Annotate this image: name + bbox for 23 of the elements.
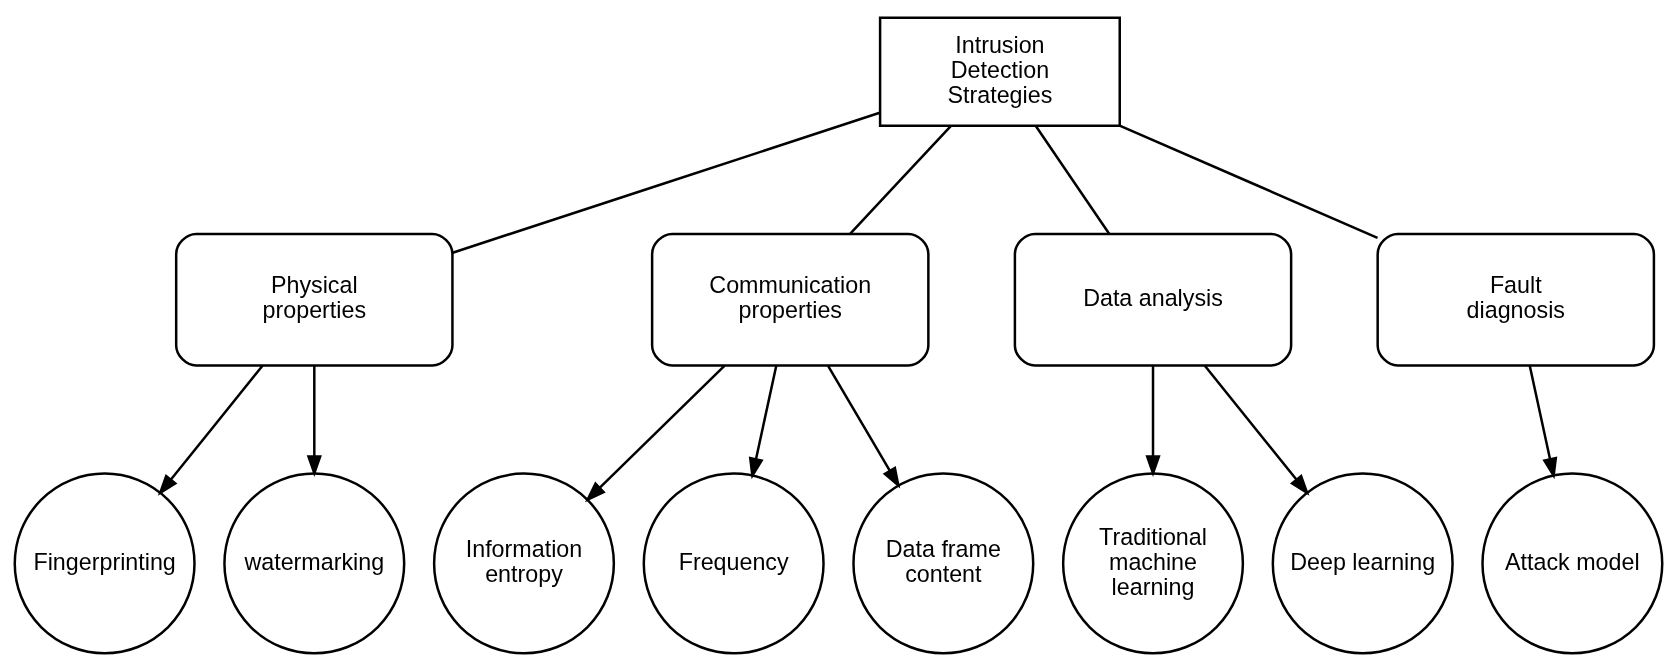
arrow — [1145, 365, 1161, 477]
arrow — [1528, 365, 1558, 480]
connector — [452, 111, 881, 254]
connector — [849, 125, 952, 235]
arrow — [584, 364, 726, 503]
connector — [1119, 124, 1378, 239]
node-box: Physical properties — [174, 232, 454, 367]
arrow — [157, 365, 264, 496]
node-box: Intrusion Detection Strategies — [878, 16, 1121, 128]
node-circle: Data frame content — [852, 472, 1035, 655]
arrow — [748, 365, 778, 480]
arrow — [1203, 365, 1310, 496]
arrow — [827, 365, 901, 489]
connector — [1034, 125, 1111, 235]
node-circle: Traditional machine learning — [1061, 472, 1245, 655]
node-box: Communication properties — [650, 232, 930, 367]
node-circle: Frequency — [642, 472, 825, 655]
node-circle: watermarking — [223, 472, 406, 655]
arrow — [306, 365, 322, 477]
node-box: Fault diagnosis — [1376, 232, 1656, 367]
node-circle: Information entropy — [432, 472, 616, 655]
node-circle: Attack model — [1481, 472, 1664, 655]
node-box: Data analysis — [1013, 232, 1293, 367]
